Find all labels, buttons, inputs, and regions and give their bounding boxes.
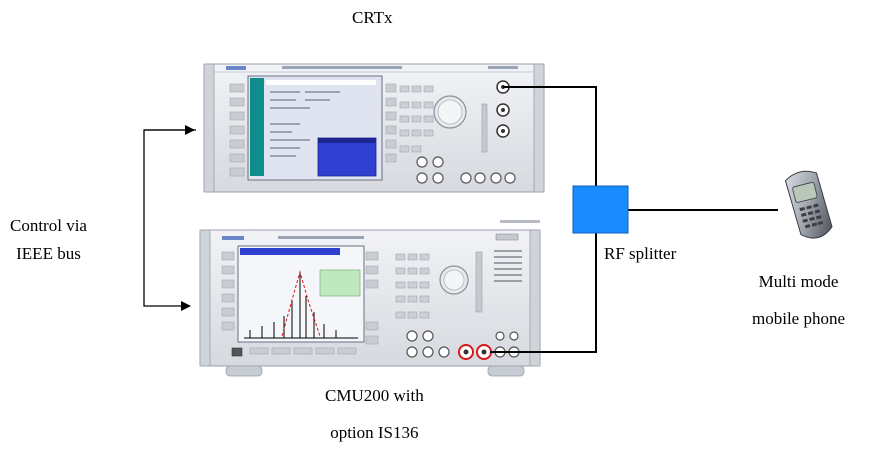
cmu200-instrument xyxy=(199,220,541,377)
mobile-phone-icon xyxy=(784,170,833,239)
mobile-phone-label-line1: Multi mode xyxy=(758,272,839,291)
cmu200-label: CMU200 with option IS136 xyxy=(325,377,424,451)
cmu200-spectrum-trace xyxy=(244,272,358,339)
crtx-instrument xyxy=(203,63,545,193)
mobile-phone-label: Multi mode mobile phone xyxy=(752,263,845,337)
mobile-phone-label-line2: mobile phone xyxy=(752,309,846,328)
rf-cables xyxy=(490,86,778,353)
rf-splitter-label: RF splitter xyxy=(604,244,677,263)
cmu200-label-line2: option IS136 xyxy=(330,423,419,442)
control-bus-label-line1: Control via xyxy=(10,216,87,235)
control-bus-connection xyxy=(143,125,196,311)
test-setup-diagram xyxy=(143,63,833,377)
cmu200-label-line1: CMU200 with xyxy=(325,386,424,405)
crtx-label: CRTx xyxy=(352,8,393,27)
control-bus-label: Control via IEEE bus xyxy=(10,212,87,268)
control-bus-label-line2: IEEE bus xyxy=(16,244,81,263)
rf-splitter-box xyxy=(572,185,629,234)
